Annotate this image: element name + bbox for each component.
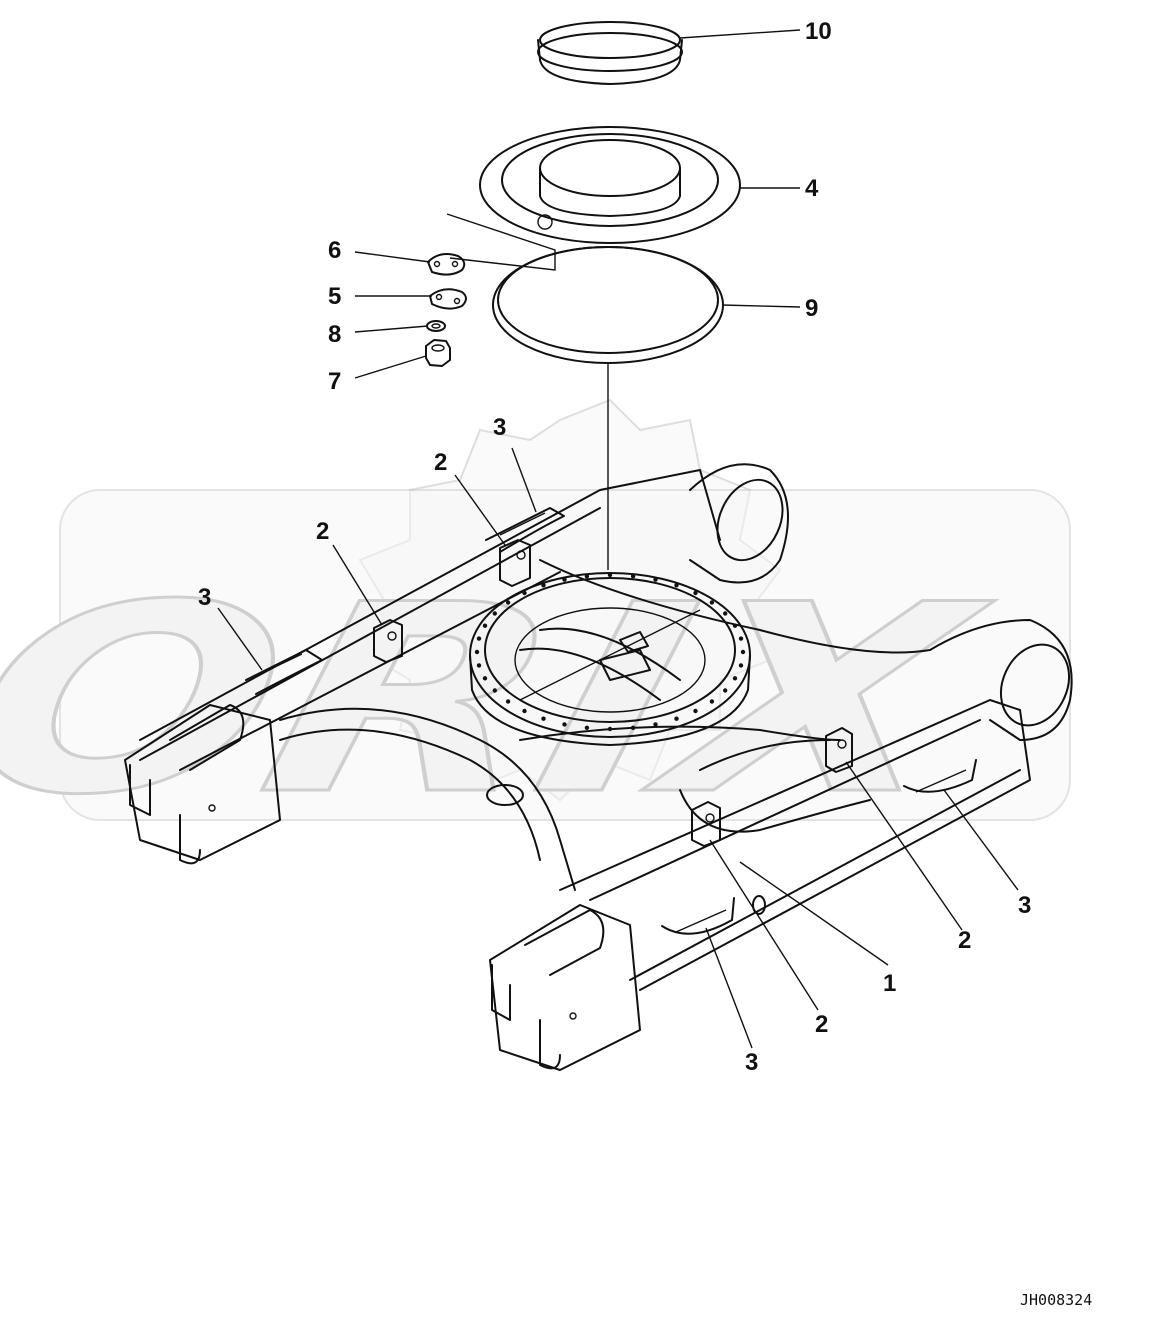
part-5-plate bbox=[429, 288, 467, 310]
bolt-hole bbox=[505, 699, 511, 704]
part-6-plate bbox=[427, 253, 466, 276]
callout-7: 7 bbox=[328, 368, 341, 395]
watermark-logo: ORIX bbox=[0, 398, 1071, 854]
callout-5: 5 bbox=[328, 283, 341, 310]
bolt-hole bbox=[474, 649, 480, 655]
callout-2: 2 bbox=[815, 1011, 828, 1038]
bolt-hole bbox=[653, 577, 658, 582]
bolt-hole bbox=[562, 577, 567, 582]
bolt-hole bbox=[607, 572, 613, 578]
bolt-hole bbox=[541, 583, 546, 588]
callout-10: 10 bbox=[805, 18, 832, 45]
callout-8: 8 bbox=[328, 321, 341, 348]
callout-3: 3 bbox=[1018, 892, 1031, 919]
callout-2: 2 bbox=[958, 927, 971, 954]
bolt-hole bbox=[505, 600, 511, 605]
bolt-hole bbox=[562, 722, 567, 727]
bolt-hole bbox=[630, 574, 636, 579]
bolt-hole bbox=[693, 708, 698, 714]
callout-labels: 10 4 6 5 9 8 7 3 2 2 3 3 2 1 2 3 bbox=[198, 18, 1031, 1076]
watermark-text: ORIX bbox=[0, 550, 1008, 852]
bolt-hole bbox=[732, 676, 738, 681]
callout-2: 2 bbox=[434, 449, 447, 476]
bolt-hole bbox=[709, 600, 715, 605]
callout-4: 4 bbox=[805, 175, 819, 202]
bolt-hole bbox=[476, 663, 482, 668]
swing-circle-bolt-holes bbox=[474, 572, 746, 732]
bolt-hole bbox=[492, 688, 497, 693]
part-2-bracket bbox=[825, 727, 853, 773]
leader-lines bbox=[217, 29, 1019, 1049]
bolt-hole bbox=[709, 699, 715, 704]
bolt-hole bbox=[653, 722, 658, 727]
bolt-hole bbox=[541, 716, 546, 721]
bolt-hole bbox=[584, 574, 590, 579]
part-8-washer bbox=[426, 320, 446, 332]
bolt-hole bbox=[674, 716, 679, 721]
bolt-hole bbox=[738, 663, 744, 668]
part-3-guard bbox=[485, 507, 565, 553]
bolt-hole bbox=[732, 623, 738, 628]
hole bbox=[752, 895, 766, 915]
bolt-hole bbox=[482, 676, 488, 681]
bolt-hole bbox=[482, 623, 488, 628]
bolt-hole bbox=[630, 725, 636, 730]
callout-2: 2 bbox=[316, 518, 329, 545]
callout-3: 3 bbox=[493, 414, 506, 441]
bolt-hole bbox=[674, 583, 679, 588]
bolt-hole bbox=[693, 590, 698, 596]
bolt-hole bbox=[522, 708, 527, 714]
callout-9: 9 bbox=[805, 295, 818, 322]
callout-6: 6 bbox=[328, 237, 341, 264]
bolt-hole bbox=[522, 590, 527, 596]
part-7-nut bbox=[425, 339, 451, 367]
part-2-bracket bbox=[373, 619, 403, 663]
part-10-seal-ring bbox=[537, 21, 683, 85]
bolt-hole bbox=[738, 636, 744, 641]
part-3-guard bbox=[903, 759, 977, 793]
part-4-bearing-plate bbox=[479, 126, 741, 244]
part-9-o-ring bbox=[492, 246, 724, 364]
callout-1: 1 bbox=[883, 970, 896, 997]
bolt-hole bbox=[740, 649, 746, 655]
part-2-bracket bbox=[691, 801, 721, 847]
part-3-guard bbox=[661, 897, 735, 935]
part-3-guard bbox=[245, 649, 323, 695]
bolt-hole bbox=[723, 611, 728, 616]
bolt-hole bbox=[476, 636, 482, 641]
bolt-hole bbox=[492, 611, 497, 616]
bolt-hole bbox=[584, 725, 590, 730]
callout-3: 3 bbox=[198, 584, 211, 611]
part-2-bracket bbox=[499, 539, 531, 587]
callout-3: 3 bbox=[745, 1049, 758, 1076]
drawing-code: JH008324 bbox=[1020, 1291, 1092, 1309]
bolt-hole bbox=[607, 726, 613, 732]
bolt-hole bbox=[723, 688, 728, 693]
